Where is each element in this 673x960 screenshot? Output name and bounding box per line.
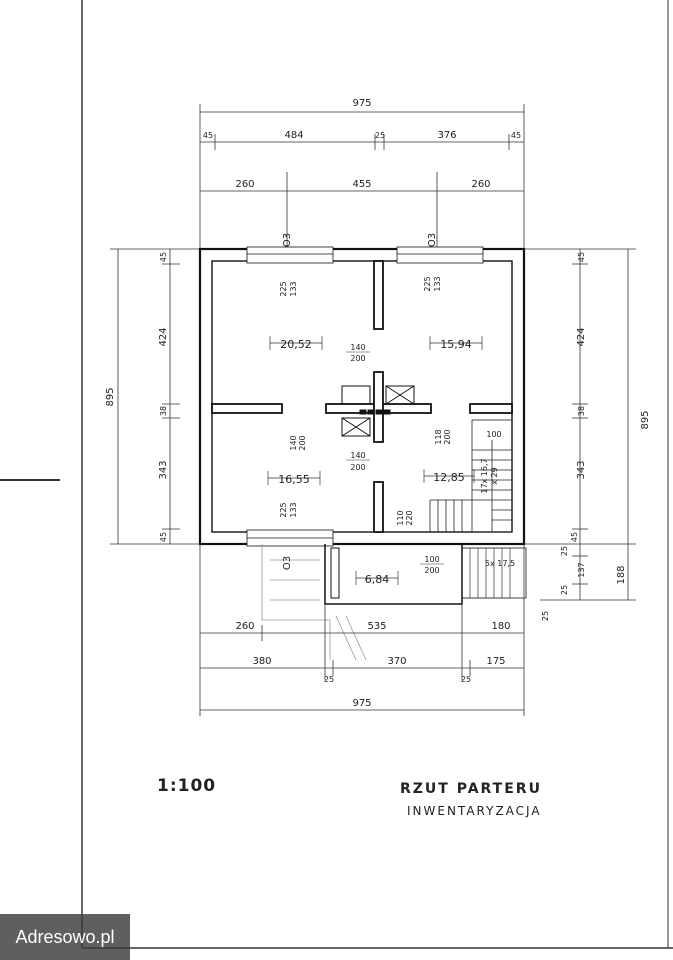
stair-width-label: 100	[486, 430, 501, 439]
door-6-bottom: 200	[424, 566, 439, 575]
staircase	[429, 419, 513, 533]
bottom-dim-2: 535	[367, 621, 386, 632]
right-dim-1: 45	[577, 252, 586, 262]
opening-1-top: 225	[279, 281, 288, 296]
left-dimensions	[110, 248, 200, 545]
opening-3-bottom: 133	[289, 502, 298, 517]
top-dim-6: 260	[235, 179, 254, 190]
exterior-walls	[198, 247, 526, 546]
scale-label: 1:100	[157, 776, 216, 796]
right-dim-3: 38	[577, 406, 586, 416]
right-dimensions	[524, 248, 636, 601]
window-mark-1: O3	[282, 233, 293, 247]
bottom-dim-1: 260	[235, 621, 254, 632]
opening-1-bottom: 133	[289, 281, 298, 296]
top-dim-1: 45	[203, 131, 213, 140]
left-dim-2: 424	[158, 327, 169, 346]
right-extra-dim: 188	[616, 565, 627, 584]
bottom-dim-3: 180	[491, 621, 510, 632]
door-1-top: 140	[350, 343, 365, 352]
interior-walls	[211, 260, 513, 533]
room-area-3: 16,55	[278, 473, 310, 486]
door-2-top: 140	[289, 435, 298, 450]
door-1-bottom: 200	[350, 354, 365, 363]
watermark-logo: Adresowo.pl	[0, 914, 130, 960]
bottom-dim-4: 380	[252, 656, 271, 667]
right-dim-8: 25	[560, 585, 569, 595]
left-dim-1: 45	[159, 252, 168, 262]
top-dim-7: 455	[352, 179, 371, 190]
bottom-overall-dim: 975	[352, 698, 371, 709]
right-dim-2: 424	[576, 327, 587, 346]
porch-steps-label: 5x 17,5	[485, 559, 515, 568]
stair-tread-label: x 29	[490, 467, 499, 484]
top-dimensions	[199, 104, 525, 250]
right-dim-7: 137	[577, 562, 586, 577]
room-area-1: 20,52	[280, 338, 312, 351]
door-2-bottom: 200	[298, 435, 307, 450]
drawing-subtitle: INWENTARYZACJA	[407, 804, 542, 818]
door-5-top: 110	[396, 510, 405, 525]
door-3-bottom: 200	[350, 463, 365, 472]
bottom-dim-5: 370	[387, 656, 406, 667]
room-area-2: 15,94	[440, 338, 472, 351]
right-dim-6: 25	[560, 546, 569, 556]
opening-3-top: 225	[279, 502, 288, 517]
opening-2-top: 225	[423, 276, 432, 291]
entry-vestibule	[324, 544, 527, 605]
room-area-4: 12,85	[433, 471, 465, 484]
right-small-dim: 25	[541, 611, 550, 621]
right-overall-dim: 895	[640, 410, 651, 429]
bottom-dim-8: 25	[461, 675, 471, 684]
top-dim-4: 376	[437, 130, 456, 141]
bottom-dimensions	[199, 544, 525, 716]
door-4-top: 118	[434, 429, 443, 444]
window-mark-3: O3	[282, 556, 293, 570]
window-mark-2: O3	[427, 233, 438, 247]
room-area-boxes	[267, 336, 483, 585]
left-overall-dim: 895	[105, 387, 116, 406]
left-dim-5: 45	[159, 532, 168, 542]
right-dim-4: 343	[576, 460, 587, 479]
door-4-bottom: 200	[443, 429, 452, 444]
top-dim-2: 484	[284, 130, 303, 141]
left-dim-3: 38	[159, 406, 168, 416]
door-3-top: 140	[350, 451, 365, 460]
terrace-outline	[261, 544, 367, 661]
door-5-bottom: 220	[405, 510, 414, 525]
top-overall-dim: 975	[352, 98, 371, 109]
drawing-title: RZUT PARTERU	[400, 781, 542, 797]
bottom-dim-7: 25	[324, 675, 334, 684]
top-dim-8: 260	[471, 179, 490, 190]
top-dim-3: 25	[375, 131, 385, 140]
bottom-dim-6: 175	[486, 656, 505, 667]
top-dim-5: 45	[511, 131, 521, 140]
stair-steps-label: 17x 16,7	[480, 458, 489, 493]
door-6-top: 100	[424, 555, 439, 564]
right-dim-5: 45	[570, 532, 579, 542]
opening-2-bottom: 133	[433, 276, 442, 291]
chimney-blocks	[341, 385, 415, 437]
left-dim-4: 343	[158, 460, 169, 479]
room-area-5: 6,84	[365, 573, 390, 586]
